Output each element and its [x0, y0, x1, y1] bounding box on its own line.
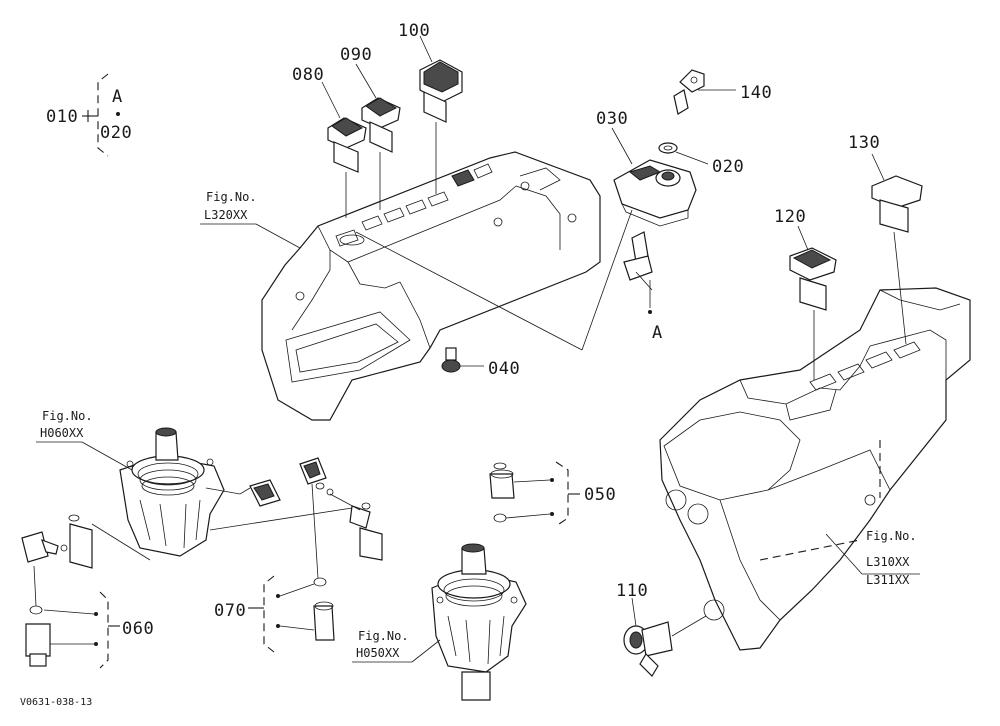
right-console-housing — [659, 287, 971, 651]
screw-040 — [441, 347, 461, 373]
figref-l320-head: Fig.No. — [206, 190, 257, 204]
label-020-top: 020 — [100, 123, 132, 143]
left-console-housing — [261, 151, 601, 421]
drawing-id: V0631-038-13 — [20, 697, 92, 708]
label-030: 030 — [596, 109, 628, 129]
label-130: 130 — [848, 133, 880, 153]
leader-100 — [419, 35, 433, 63]
leader-l320 — [255, 223, 301, 249]
label-100: 100 — [398, 21, 430, 41]
nut-020 — [658, 142, 678, 154]
figref-h060-head: Fig.No. — [42, 409, 93, 423]
switch-openings — [335, 163, 493, 247]
label-070: 070 — [214, 601, 246, 621]
key-switch-030 — [613, 159, 697, 227]
figref-h050-head: Fig.No. — [358, 629, 409, 643]
key-140 — [673, 69, 705, 115]
label-080: 080 — [292, 65, 324, 85]
label-040: 040 — [488, 359, 520, 379]
group-010-bracket — [82, 73, 120, 157]
joystick-valve-h050 — [431, 543, 527, 701]
group-050-bracket — [505, 461, 580, 527]
group-060-bracket — [43, 591, 120, 669]
fitting-group-050-parts — [489, 462, 515, 523]
figref-h060-code: H060XX — [40, 426, 84, 440]
middle-fittings — [299, 457, 383, 561]
figref-l311-code: L311XX — [866, 573, 910, 587]
figref-h050-code: H050XX — [356, 646, 400, 660]
label-060: 060 — [122, 619, 154, 639]
label-140: 140 — [740, 83, 772, 103]
key-switch-body — [623, 231, 653, 314]
fitting-group-070-parts — [311, 483, 335, 641]
figref-l310-head: Fig.No. — [866, 529, 917, 543]
leader-090 — [355, 63, 377, 99]
label-120: 120 — [774, 207, 806, 227]
label-020-mid: 020 — [712, 157, 744, 177]
label-010: 010 — [46, 107, 78, 127]
label-a-mid: A — [652, 323, 663, 343]
label-110: 110 — [616, 581, 648, 601]
switch-100 — [419, 59, 463, 194]
switch-080 — [327, 117, 367, 218]
label-090: 090 — [340, 45, 372, 65]
connector-h060 — [249, 479, 281, 507]
fitting-group-060-parts — [21, 514, 93, 667]
label-a-top: A — [112, 87, 123, 107]
figref-l310-code: L310XX — [866, 555, 910, 569]
figref-l320-code: L320XX — [204, 208, 248, 222]
switch-130 — [871, 175, 923, 345]
right-switch-openings — [809, 341, 921, 391]
socket-110 — [623, 615, 707, 677]
switch-090 — [361, 97, 401, 210]
leader-080 — [321, 81, 341, 119]
switch-120 — [789, 247, 837, 380]
label-050: 050 — [584, 485, 616, 505]
group-070-bracket — [248, 575, 315, 653]
joystick-valve-h060 — [119, 427, 251, 557]
